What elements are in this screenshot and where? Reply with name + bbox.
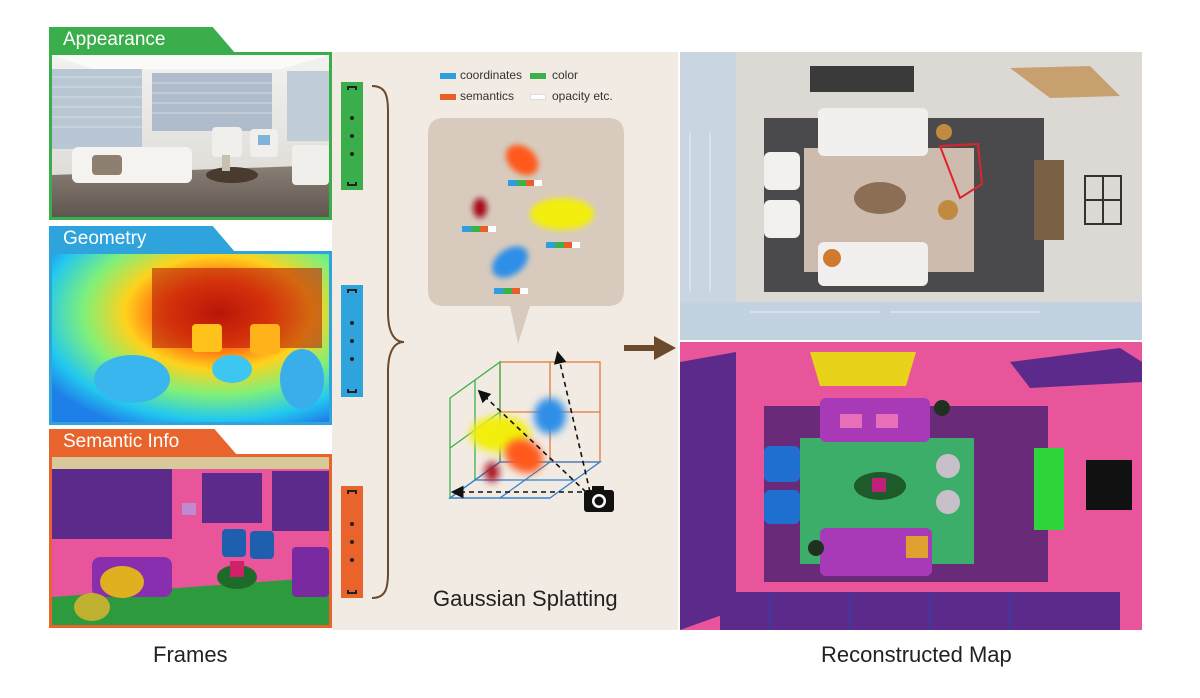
semantics-legend-label: semantics	[460, 89, 515, 103]
living-room-photo	[52, 55, 329, 217]
semantic-info-tab: Semantic Info	[49, 429, 237, 455]
appearance-label: Appearance	[63, 29, 166, 50]
dot	[350, 540, 354, 544]
dot	[350, 357, 354, 361]
dot	[350, 522, 354, 526]
bracket-bottom	[347, 182, 357, 186]
semantic-map	[52, 457, 329, 625]
color-swatch	[530, 73, 546, 79]
semantics-swatch	[440, 94, 456, 100]
dot	[350, 152, 354, 156]
gaussian-splatting-caption: Gaussian Splatting	[433, 586, 618, 611]
opacity-legend-label: opacity etc.	[552, 89, 613, 103]
coordinates-legend-label: coordinates	[460, 68, 523, 82]
topdown-semantic	[680, 342, 1142, 630]
semantic-frame	[49, 454, 332, 628]
geometry-tab: Geometry	[49, 226, 235, 252]
dot	[350, 134, 354, 138]
bracket-top	[347, 86, 357, 90]
geometry-feature-bar	[341, 285, 363, 397]
semantic-feature-bar	[341, 486, 363, 598]
dot	[350, 321, 354, 325]
gaussian-3d-grid	[447, 350, 614, 512]
curly-brace	[371, 85, 405, 599]
opacity-swatch	[530, 94, 546, 100]
geometry-label: Geometry	[63, 228, 147, 249]
dot	[350, 116, 354, 120]
camera-icon	[584, 486, 614, 512]
dot	[350, 558, 354, 562]
appearance-frame	[49, 52, 332, 220]
coordinates-swatch	[440, 73, 456, 79]
depth-map	[52, 254, 329, 422]
appearance-feature-bar	[341, 82, 363, 190]
topdown-photo	[680, 52, 1142, 340]
bracket-bottom	[347, 389, 357, 393]
reconstructed-rgb-map	[680, 52, 1142, 340]
right-arrow-icon	[624, 336, 676, 360]
bracket-top	[347, 289, 357, 293]
appearance-tab: Appearance	[49, 27, 235, 53]
color-legend-label: color	[552, 68, 579, 82]
geometry-frame	[49, 251, 332, 425]
bracket-top	[347, 490, 357, 494]
dot	[350, 339, 354, 343]
frames-caption: Frames	[153, 642, 228, 667]
reconstructed-semantic-map	[680, 342, 1142, 630]
bracket-bottom	[347, 590, 357, 594]
semantic-info-label: Semantic Info	[63, 431, 180, 452]
reconstructed-map-caption: Reconstructed Map	[821, 642, 1012, 667]
gaussian-attributes-bubble	[428, 118, 624, 344]
